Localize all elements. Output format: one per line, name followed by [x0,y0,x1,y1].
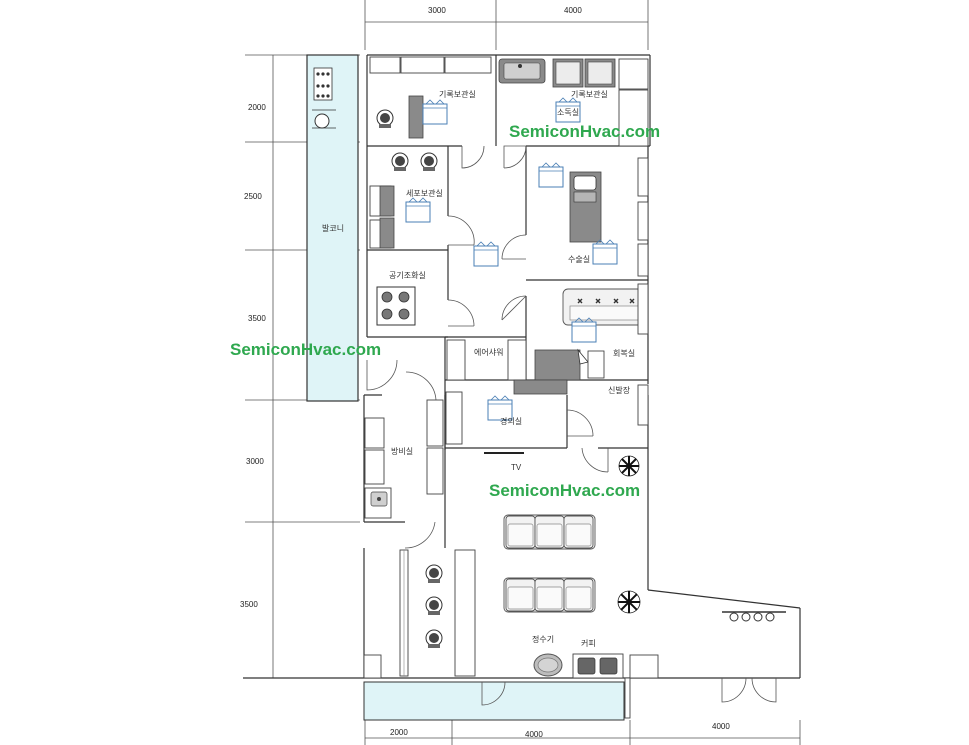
recovery-furniture [534,283,649,381]
bottom-balcony [363,681,625,721]
cell-storage-furniture [369,152,438,249]
room-label-air-shower: 에어샤워 [474,347,503,357]
dim-bottom-1: 2000 [390,728,408,737]
prep-room-furniture [364,399,444,519]
watermark: SemiconHvac.com [509,122,660,141]
dim-left-1: 2000 [248,103,266,112]
doors [366,145,777,706]
sofa-bottom [503,577,596,613]
tv-label: TV [511,463,522,472]
room-label-prep-room: 방비실 [391,446,413,456]
plant-icon [618,455,640,477]
room-label-record-room-1: 기록보관실 [439,89,476,99]
hvac-unit-icon [473,241,499,267]
record-room-2-furniture [498,58,649,147]
dim-left-2: 2500 [244,192,262,201]
counter-with-stools [399,549,476,677]
wall-end-block [624,677,631,719]
label-coffee: 커피 [581,639,596,648]
dim-top-2: 4000 [564,6,582,15]
room-label-observation: 경의실 [500,416,522,426]
plant-icon [617,590,641,614]
dim-left-5: 3500 [240,600,258,609]
surgery-furniture [538,157,649,277]
observation-furniture [445,379,649,454]
watermark: SemiconHvac.com [489,481,640,500]
light-fixture-icon [722,611,786,622]
room-label-balcony: 발코니 [322,223,344,233]
dim-left-3: 3500 [248,314,266,323]
balcony-table-icon [312,67,336,129]
wall-end-block [363,654,382,679]
watermark: SemiconHvac.com [230,340,381,359]
room-label-shoe-rack: 신발장 [608,385,631,395]
dim-top-1: 3000 [428,6,446,15]
room-label-surgery: 수술실 [568,254,590,264]
air-conditioning-unit-icon [376,286,416,326]
balcony [306,54,359,402]
wall-end-block [629,654,659,679]
dim-bottom-2: 4000 [525,730,543,739]
coffee-machine-icon [572,653,624,679]
room-label-sterilization: 소독실 [557,107,579,117]
record-room-1-furniture [369,56,492,139]
air-shower-furniture [446,339,527,381]
room-label-air-conditioning: 공기조화실 [389,270,426,280]
room-label-record-room-2: 기록보관실 [571,89,608,99]
room-label-recovery: 회복실 [613,348,635,358]
label-water-purifier: 정수기 [532,634,554,644]
water-purifier-icon [533,653,563,677]
dim-bottom-3: 4000 [712,722,730,731]
dim-left-4: 3000 [246,457,264,466]
room-label-cell-storage: 세포보관실 [406,188,443,198]
sofa-top [503,514,596,550]
